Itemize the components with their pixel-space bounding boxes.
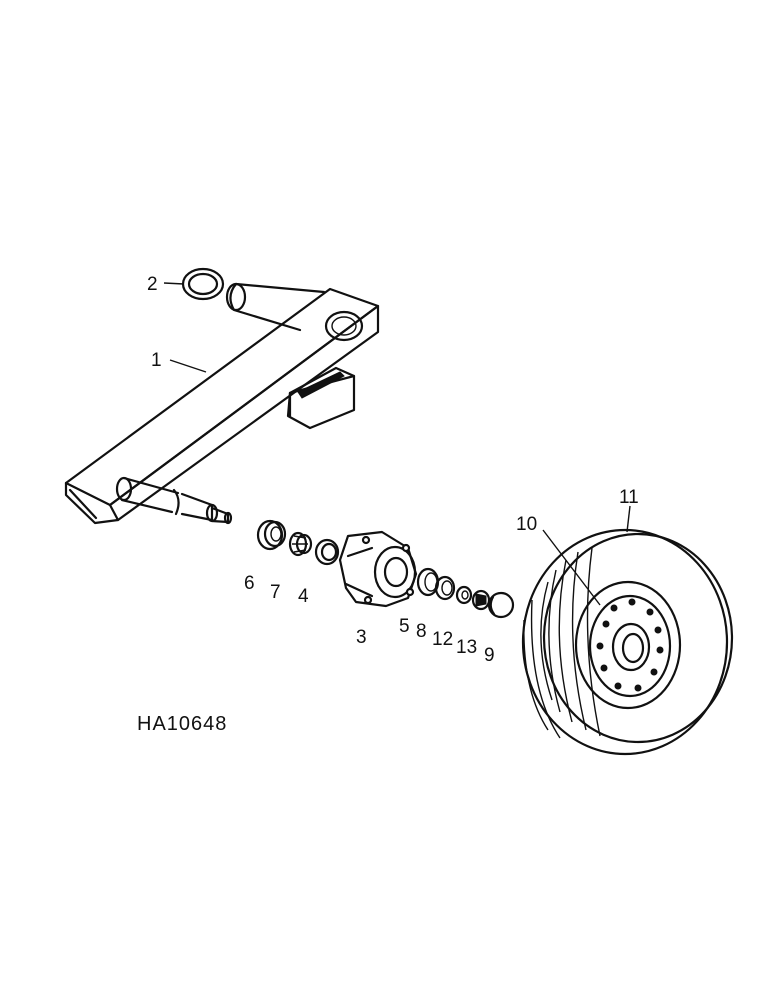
- part-12-washer[interactable]: [455, 585, 473, 605]
- part-2-washer[interactable]: [181, 267, 225, 301]
- callout-1: 1: [151, 350, 162, 371]
- part-7-inner-bearing-cone[interactable]: [288, 531, 313, 557]
- leader-lines: [163, 282, 631, 606]
- part-9-hub-cap[interactable]: [487, 591, 515, 619]
- part-3-hub[interactable]: [338, 530, 418, 608]
- callout-13: 13: [456, 637, 477, 658]
- callout-8: 8: [416, 621, 427, 642]
- part-11-tire[interactable]: [521, 528, 734, 756]
- callout-9: 9: [484, 645, 495, 666]
- part-1-axle-frame[interactable]: [64, 282, 380, 525]
- callout-7: 7: [270, 582, 281, 603]
- part-4-inner-bearing-cup[interactable]: [314, 538, 340, 566]
- callout-11: 11: [619, 487, 639, 508]
- callout-12: 12: [432, 629, 453, 650]
- part-13-castle-nut[interactable]: [471, 589, 491, 611]
- part-10-wheel-rim[interactable]: [574, 580, 682, 710]
- drawing-id: HA10648: [137, 713, 227, 735]
- callout-2: 2: [147, 274, 158, 295]
- callout-5: 5: [399, 616, 410, 637]
- callout-6: 6: [244, 573, 255, 594]
- part-6-seal[interactable]: [256, 519, 287, 551]
- callout-10: 10: [516, 514, 537, 535]
- callout-labels: 1 2 3 4 5 6 7 8 9 10 11 12 13: [147, 274, 639, 666]
- part-5-outer-bearing-cup[interactable]: [416, 567, 440, 597]
- part-8-outer-bearing-cone[interactable]: [434, 575, 456, 601]
- callout-4: 4: [298, 586, 309, 607]
- callout-3: 3: [356, 627, 367, 648]
